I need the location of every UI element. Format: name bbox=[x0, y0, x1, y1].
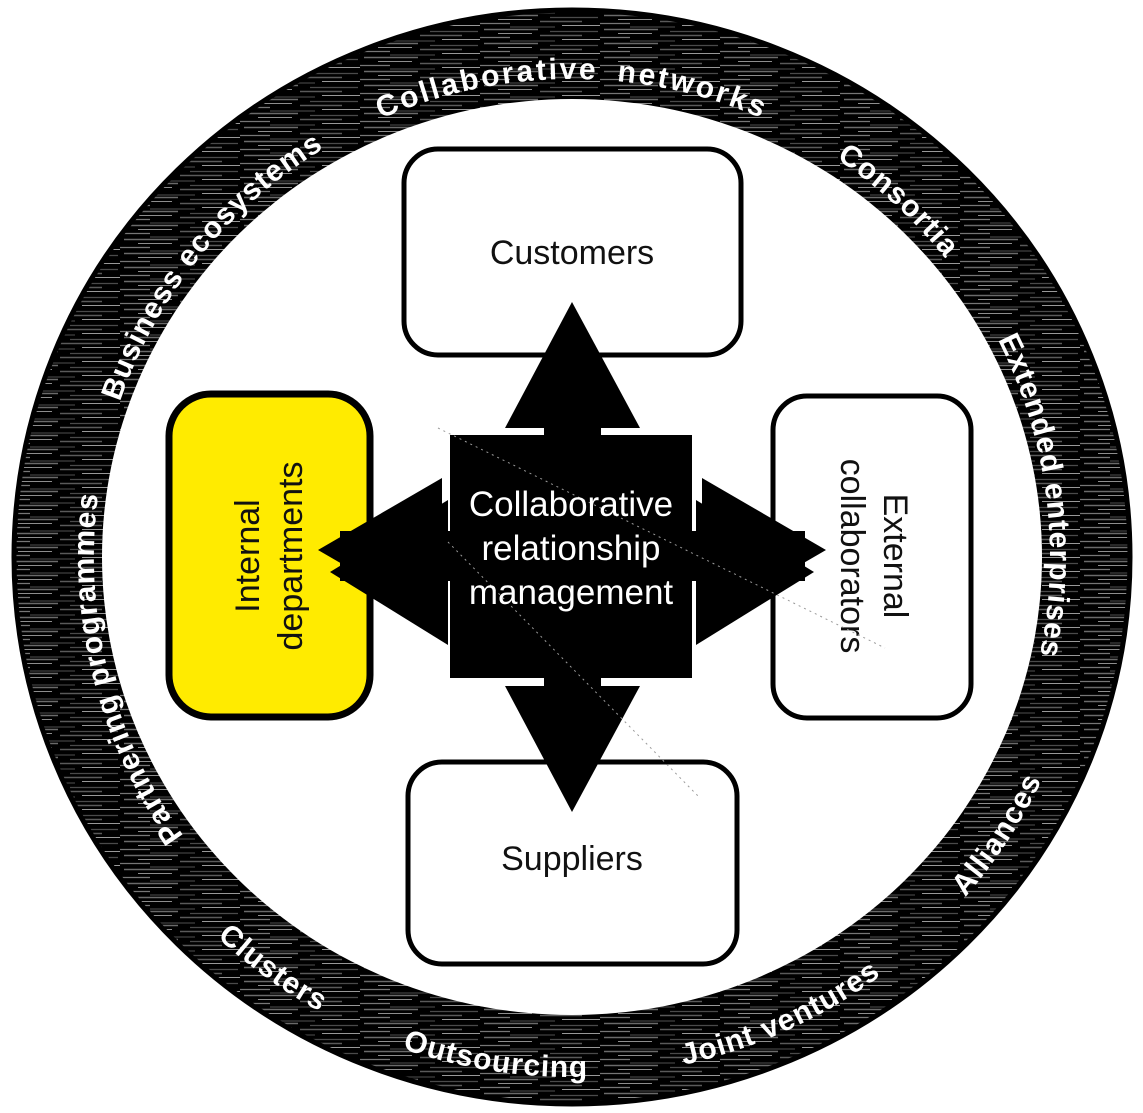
svg-text:External: External bbox=[876, 494, 914, 619]
down-arrowhead-icon bbox=[505, 686, 640, 812]
right-arrowhead-shadow-icon bbox=[696, 500, 814, 645]
external-collaborators-label: External collaborators bbox=[833, 459, 914, 654]
internal-departments-label: Internal departments bbox=[229, 462, 310, 651]
customers-label: Customers bbox=[490, 234, 654, 272]
node-boxes: Customers Suppliers Internal departments… bbox=[165, 146, 974, 967]
svg-text:departments: departments bbox=[272, 462, 310, 651]
center-label-line2: relationship bbox=[482, 529, 661, 568]
center-square-group: Collaborative relationship management bbox=[437, 427, 886, 799]
up-arrowhead-icon bbox=[505, 302, 640, 428]
center-label-line3: management bbox=[469, 573, 674, 612]
scan-artifact-line bbox=[437, 427, 886, 649]
svg-text:collaborators: collaborators bbox=[833, 459, 871, 654]
center-square bbox=[450, 435, 692, 678]
left-arrowhead-shadow-icon bbox=[330, 500, 448, 645]
suppliers-label: Suppliers bbox=[501, 840, 643, 878]
svg-text:Internal: Internal bbox=[229, 499, 267, 612]
center-label-line1: Collaborative bbox=[469, 485, 673, 524]
